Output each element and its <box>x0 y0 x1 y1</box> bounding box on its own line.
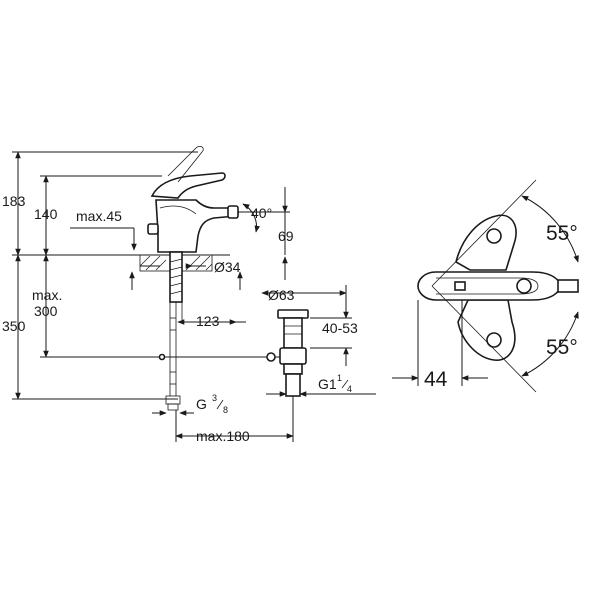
mounting-hole-bottom <box>486 332 502 348</box>
dim-outlet-height: 69 <box>278 228 294 244</box>
dim-max-reach: max.180 <box>196 428 250 444</box>
side-view: 183 140 350 max. 300 max.45 40° <box>2 145 376 444</box>
dim-angle: 40° <box>251 205 272 221</box>
dim-hose-thread-den: 8 <box>223 405 228 415</box>
dim-max-value: 300 <box>34 303 58 319</box>
dim-spout-height: 140 <box>34 206 58 222</box>
lever-raised-outline <box>167 145 204 183</box>
dim-waste-offset: 123 <box>196 313 220 329</box>
mixer-lever <box>150 172 226 199</box>
dim-total-length: 350 <box>2 318 26 334</box>
dim-hose-thread-main: G <box>196 396 207 412</box>
supply-hoses <box>165 302 183 411</box>
dim-total-height: 183 <box>2 193 26 209</box>
top-view: 55° 55° 44 <box>392 179 579 393</box>
dim-hose-thread-num: 3 <box>212 393 217 403</box>
mounting-hole-top <box>486 228 502 244</box>
dim-thread-den: 4 <box>347 384 352 394</box>
dim-waste-diameter: Ø63 <box>268 287 295 303</box>
dim-thread-num: 1 <box>337 373 342 383</box>
dim-offset: 44 <box>424 368 448 391</box>
dim-angle-bottom: 55° <box>546 336 578 359</box>
dim-angle-top: 55° <box>546 222 578 245</box>
dim-spout-reach: max.45 <box>76 208 122 224</box>
lever-top-view <box>417 271 561 301</box>
dim-bore-diameter: Ø34 <box>214 259 241 275</box>
cover-plate <box>455 214 517 271</box>
mixer-body <box>155 199 239 253</box>
dim-max-label: max. <box>32 287 62 303</box>
waste-assembly <box>277 309 309 397</box>
dim-thread-main: G1 <box>318 376 337 392</box>
dim-waste-range: 40-53 <box>322 320 358 336</box>
